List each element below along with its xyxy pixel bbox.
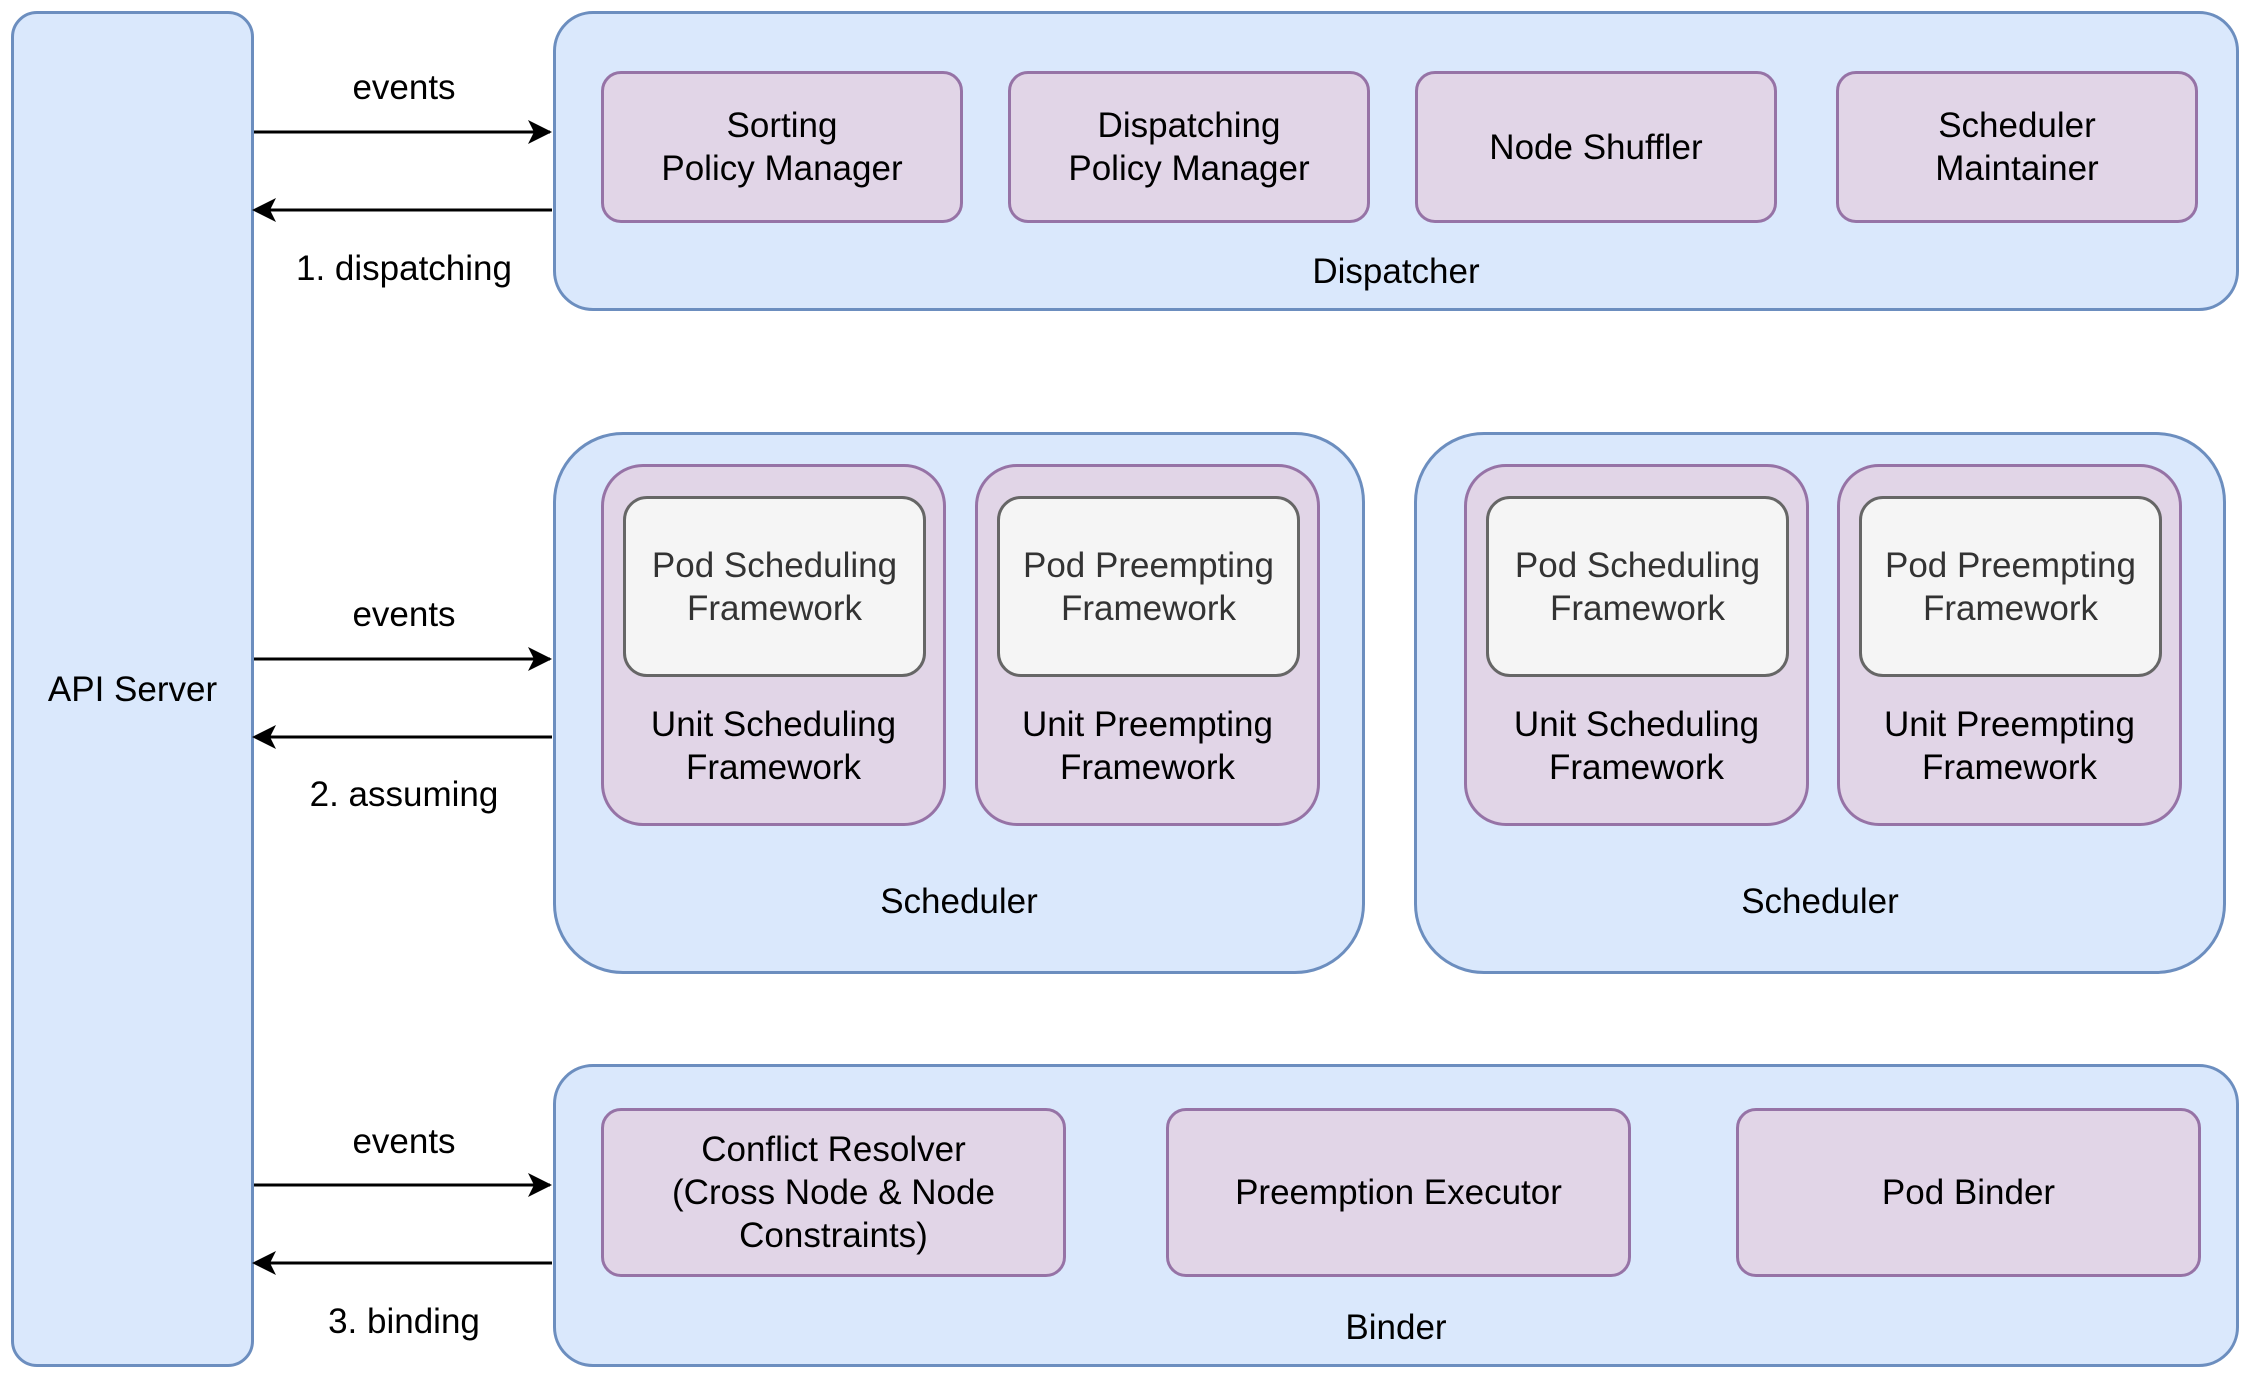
unit-scheduling-framework: Pod Scheduling Framework Unit Scheduling… [1464, 464, 1809, 826]
api-server-label: API Server [47, 669, 218, 709]
pod-scheduling-framework: Pod Scheduling Framework [623, 496, 926, 677]
pod-binder: Pod Binder [1736, 1108, 2201, 1277]
api-server: API Server [11, 11, 254, 1367]
unit-scheduling-label: Unit Scheduling Framework [650, 705, 897, 787]
unit-scheduling-label: Unit Scheduling Framework [1513, 705, 1760, 787]
unit-preempting-label: Unit Preempting Framework [1022, 705, 1273, 787]
unit-preempting-framework: Pod Preempting Framework Unit Preempting… [975, 464, 1320, 826]
unit-preempting-framework: Pod Preempting Framework Unit Preempting… [1837, 464, 2182, 826]
arrow-heads [252, 120, 552, 1275]
edge-label-dispatching: 1. dispatching [296, 249, 512, 288]
scheduler-maintainer: Scheduler Maintainer [1836, 71, 2198, 223]
edge-label-events: events [352, 68, 456, 107]
dispatcher-label: Dispatcher [1312, 252, 1480, 291]
edge-label-binding: 3. binding [328, 1302, 480, 1341]
unit-preempting-label: Unit Preempting Framework [1884, 705, 2135, 787]
conflict-resolver: Conflict Resolver (Cross Node & Node Con… [601, 1108, 1066, 1277]
scheduler-container: Pod Scheduling Framework Unit Scheduling… [1414, 432, 2226, 974]
edge-label-events: events [352, 595, 456, 634]
unit-scheduling-framework: Pod Scheduling Framework Unit Scheduling… [601, 464, 946, 826]
scheduler-container: Pod Scheduling Framework Unit Scheduling… [553, 432, 1365, 974]
scheduler-label: Scheduler [880, 882, 1038, 921]
dispatching-policy-manager: Dispatching Policy Manager [1008, 71, 1370, 223]
pod-scheduling-framework: Pod Scheduling Framework [1486, 496, 1789, 677]
edge-label-assuming: 2. assuming [309, 775, 499, 814]
sorting-policy-manager: Sorting Policy Manager [601, 71, 963, 223]
pod-preempting-framework: Pod Preempting Framework [1859, 496, 2162, 677]
edge-label-events: events [352, 1122, 456, 1161]
binder-label: Binder [1345, 1308, 1447, 1347]
scheduler-label: Scheduler [1741, 882, 1899, 921]
preemption-executor: Preemption Executor [1166, 1108, 1631, 1277]
pod-preempting-framework: Pod Preempting Framework [997, 496, 1300, 677]
node-shuffler: Node Shuffler [1415, 71, 1777, 223]
binder-container: Conflict Resolver (Cross Node & Node Con… [553, 1064, 2239, 1367]
dispatcher-container: Sorting Policy Manager Dispatching Polic… [553, 11, 2239, 311]
